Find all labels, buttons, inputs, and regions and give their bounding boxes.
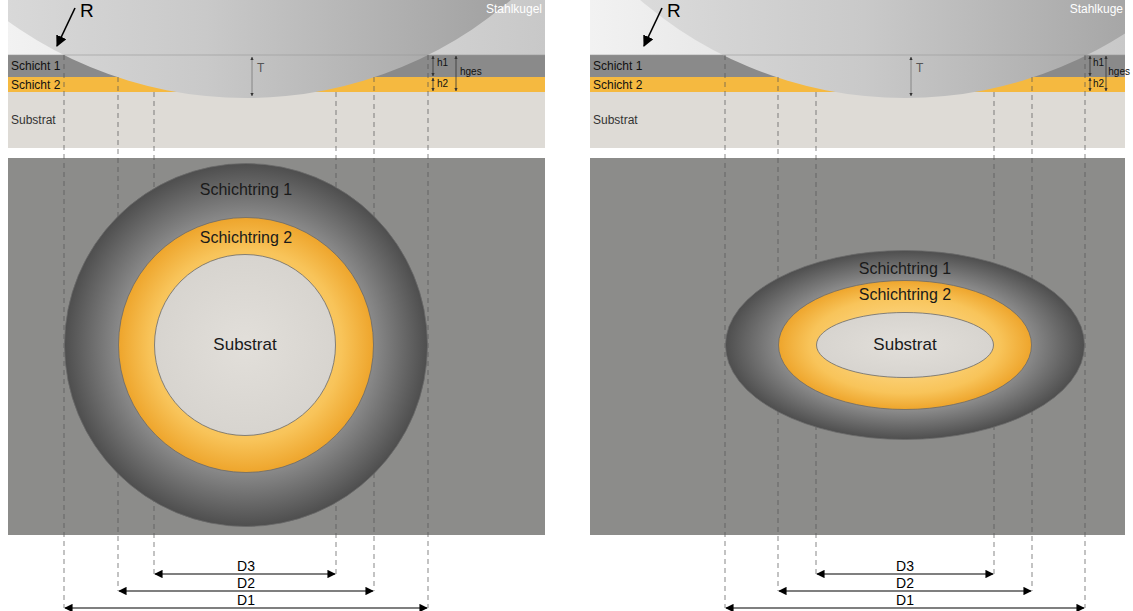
part-name: Stahlkuge [1070,3,1123,15]
dimension-label: D1 [896,593,914,607]
dimension-label: h1 [1093,58,1104,68]
dimension-label: h1 [437,58,448,68]
substrate-area: Substrat [816,312,994,378]
dimension-line [65,574,1084,608]
ring-label: Substrat [816,336,994,355]
layer-name: Schicht 2 [593,79,642,91]
projection-line [64,55,1085,608]
layer-ring: Schichtring 1 Schichtring 2 Substrat [64,163,428,527]
dimension-label: R [667,1,681,20]
substrate-area: Substrat [154,254,336,436]
dimension-label: D1 [237,593,255,607]
ring-label: Substrat [154,336,336,355]
layer-name: Schicht 1 [593,60,642,72]
dimension-label: h2 [1093,79,1104,89]
layer-ring: Schichtring 1 Schichtring 2 Substrat [725,250,1085,440]
dimension-label: T [916,62,923,74]
dimension-label: h2 [437,79,448,89]
part-name: Stahlkugel [486,3,542,15]
layer-name: Substrat [593,114,638,126]
cross-section [0,0,653,148]
dimension-label: hges [1108,67,1130,77]
dimension-label: R [80,1,94,20]
ring-label: Schichtring 1 [64,181,428,199]
dimension-label: T [257,62,264,74]
layer-ring: Schichtring 2 Substrat [778,280,1032,410]
top-view-ground [590,158,1125,535]
layer-name: Schicht 2 [11,79,60,91]
dimension-label: D3 [237,559,255,573]
dimension-label: D3 [896,559,914,573]
layer-name: Substrat [11,114,56,126]
top-view-ground [8,158,545,535]
dimension-label: D2 [237,576,255,590]
ring-label: Schichtring 2 [118,229,374,247]
layer-name: Schicht 1 [11,60,60,72]
cross-section [498,0,1133,148]
layer-ring: Schichtring 2 Substrat [118,217,374,473]
ring-label: Schichtring 1 [725,260,1085,278]
dimension-label: hges [460,67,482,77]
dimension-label: D2 [896,576,914,590]
ring-label: Schichtring 2 [778,286,1032,304]
